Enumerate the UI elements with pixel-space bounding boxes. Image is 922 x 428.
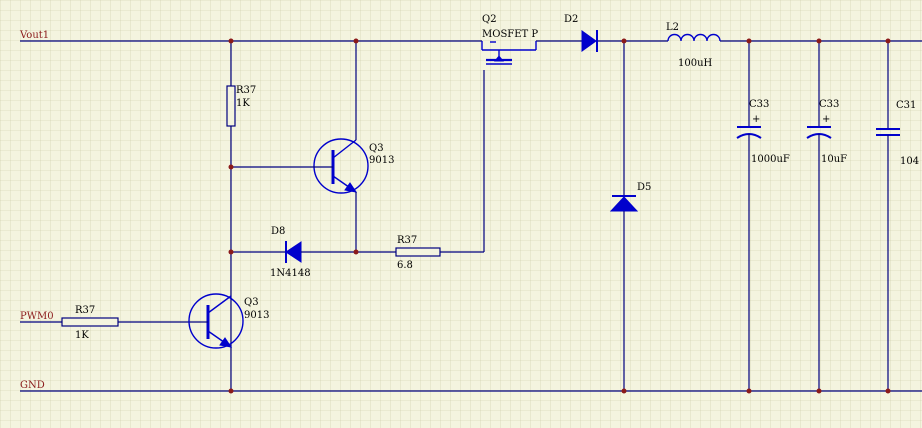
- c31-value: 104: [900, 156, 919, 167]
- transistor-q3-lower[interactable]: [188, 293, 244, 349]
- c33b-polarity: +: [822, 114, 830, 125]
- d2-ref: D2: [564, 14, 578, 25]
- junction-dots: [228, 38, 891, 394]
- d5-ref: D5: [637, 182, 651, 193]
- r37-top-ref: R37: [236, 85, 256, 96]
- r37-mid-ref: R37: [397, 235, 417, 246]
- transistor-q3-upper[interactable]: [231, 41, 369, 252]
- capacitor-c33-1000uf[interactable]: [736, 41, 762, 391]
- c33b-value: 10uF: [821, 154, 847, 165]
- q3-upper-value: 9013: [369, 155, 394, 166]
- q2-ref: Q2: [482, 14, 497, 25]
- q3-upper-ref: Q3: [369, 143, 384, 154]
- capacitor-c31[interactable]: [876, 41, 900, 391]
- c33a-ref: C33: [749, 99, 769, 110]
- c33a-polarity: +: [752, 114, 760, 125]
- r37-bottom-ref: R37: [75, 305, 95, 316]
- r37-mid-value: 6.8: [397, 260, 413, 271]
- resistor-r37-mid[interactable]: [395, 70, 485, 257]
- net-label-gnd: GND: [20, 380, 45, 391]
- capacitor-c33-10uf[interactable]: [806, 41, 832, 391]
- l2-value: 100uH: [678, 58, 713, 69]
- diode-d8[interactable]: [231, 241, 396, 263]
- inductor-l2[interactable]: [667, 33, 721, 42]
- d8-ref: D8: [271, 226, 285, 237]
- net-label-vout: Vout1: [19, 30, 49, 41]
- mosfet-q2[interactable]: [481, 41, 537, 65]
- c33a-value: 1000uF: [751, 154, 790, 165]
- l2-ref: L2: [666, 22, 679, 33]
- diode-d2[interactable]: [581, 30, 598, 52]
- r37-top-value: 1K: [236, 98, 250, 109]
- c31-ref: C31: [896, 100, 916, 111]
- d8-value: 1N4148: [270, 268, 311, 279]
- resistor-r37-bottom[interactable]: [61, 317, 200, 327]
- q3-lower-value: 9013: [244, 310, 269, 321]
- c33b-ref: C33: [819, 99, 839, 110]
- net-label-pwm: PWM0: [20, 311, 54, 322]
- q2-value: MOSFET P: [482, 29, 538, 40]
- q3-lower-ref: Q3: [244, 297, 259, 308]
- r37-bottom-value: 1K: [75, 330, 89, 341]
- diode-d5[interactable]: [609, 41, 639, 391]
